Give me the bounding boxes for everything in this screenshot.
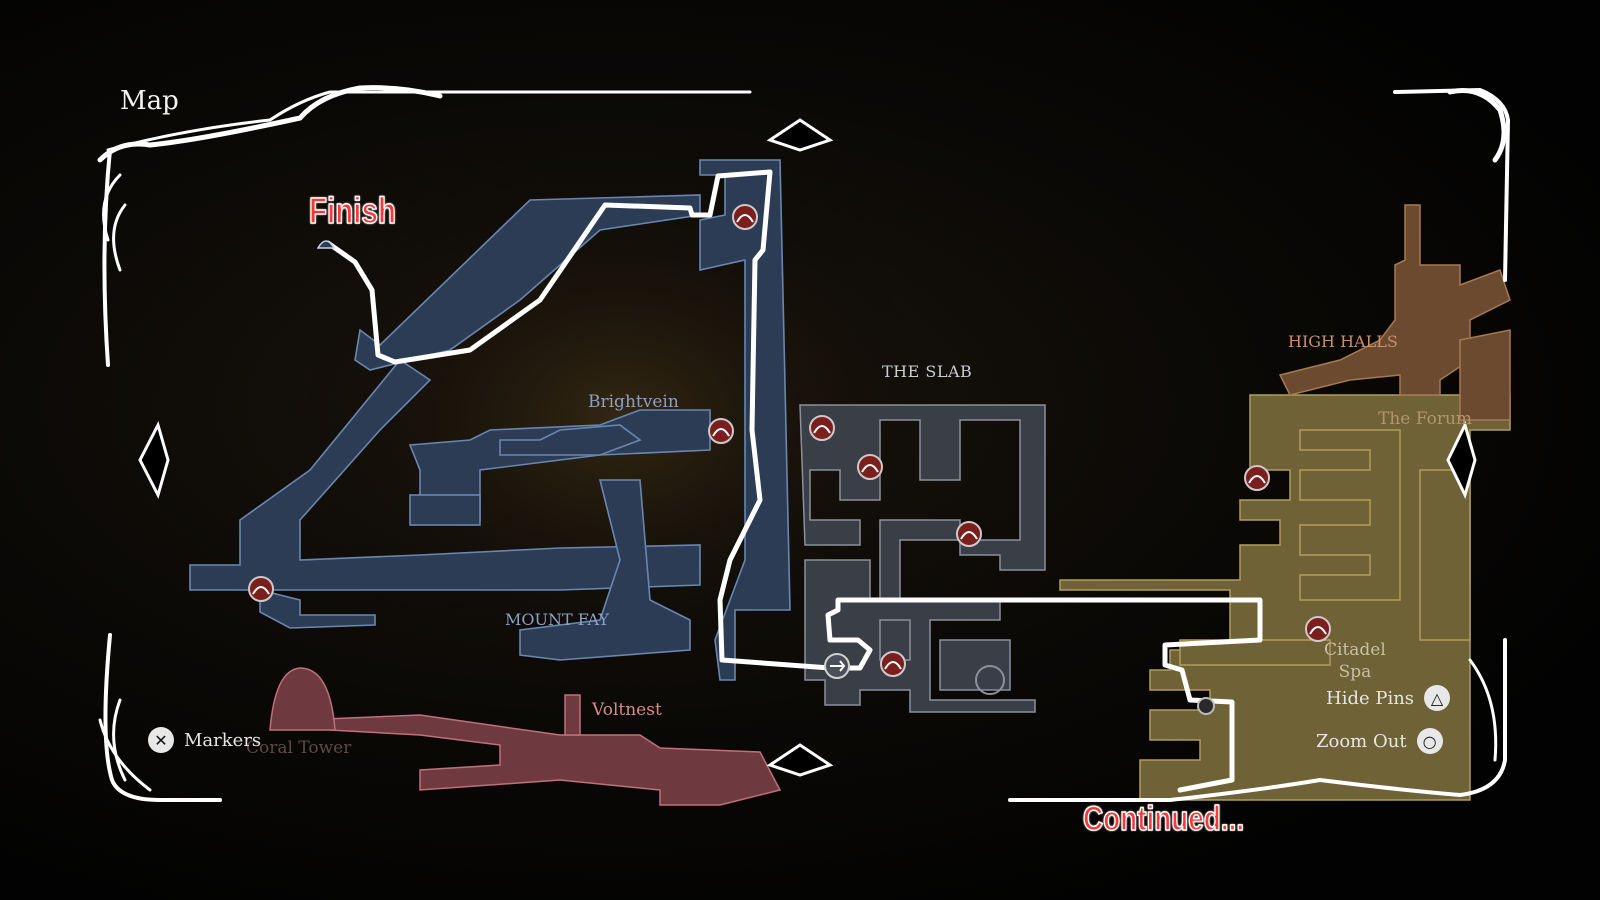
compass-east-icon [1446,420,1477,500]
region-label-the-slab: THE SLAB [882,362,973,381]
region-label-voltnest: Voltnest [592,700,662,720]
route-path [325,169,1263,793]
bench-pin-icon[interactable] [857,454,883,480]
bench-pin-icon[interactable] [708,418,734,444]
annotation-continued: Continued... [1082,799,1245,839]
region-map-brown [1278,204,1511,421]
region-label-spa-line: Spa [1338,662,1372,682]
lift-icon [975,665,1005,695]
bench-pin-icon[interactable] [809,415,835,441]
region-label-citadel-line: Citadel [1324,640,1386,660]
item-pin-icon [1197,697,1215,715]
bench-pin-icon[interactable] [732,204,758,230]
markers-label: Markers [184,729,262,751]
region-label-citadel-spa: Citadel Spa [1324,639,1386,683]
compass-north-icon [766,118,834,152]
circle-button-icon: ○ [1416,728,1443,754]
compass-south-icon [766,743,834,777]
cross-button-icon: ✕ [148,727,174,753]
finish-marker-icon [316,240,336,249]
region-label-coral-tower: Coral Tower [246,738,352,758]
region-map-blue [189,159,791,681]
region-map-pink [269,667,782,806]
region-label-high-halls: HIGH HALLS [1288,332,1398,351]
bench-pin-icon[interactable] [1305,616,1331,642]
page-title: Map [120,86,179,116]
bench-pin-icon[interactable] [880,651,906,677]
compass-west-icon [138,420,170,500]
bench-pin-icon[interactable] [956,521,982,547]
zoom-out-hint[interactable]: Zoom Out ○ [1316,728,1443,754]
hide-pins-hint[interactable]: Hide Pins △ [1326,685,1451,711]
triangle-button-icon: △ [1424,685,1451,711]
bench-pin-icon[interactable] [1244,465,1270,491]
zoom-out-label: Zoom Out [1316,730,1407,752]
markers-hint[interactable]: ✕ Markers [148,727,261,753]
hide-pins-label: Hide Pins [1326,687,1415,709]
map-frame [97,85,1511,802]
region-label-the-forum: The Forum [1378,409,1473,429]
region-label-brightvein: Brightvein [588,392,679,412]
ventrica-station-icon[interactable] [824,653,850,679]
bench-pin-icon[interactable] [248,576,274,602]
annotation-finish: Finish [308,189,396,232]
region-label-mount-fay: MOUNT FAY [505,610,609,629]
bench-pins [248,204,1331,677]
